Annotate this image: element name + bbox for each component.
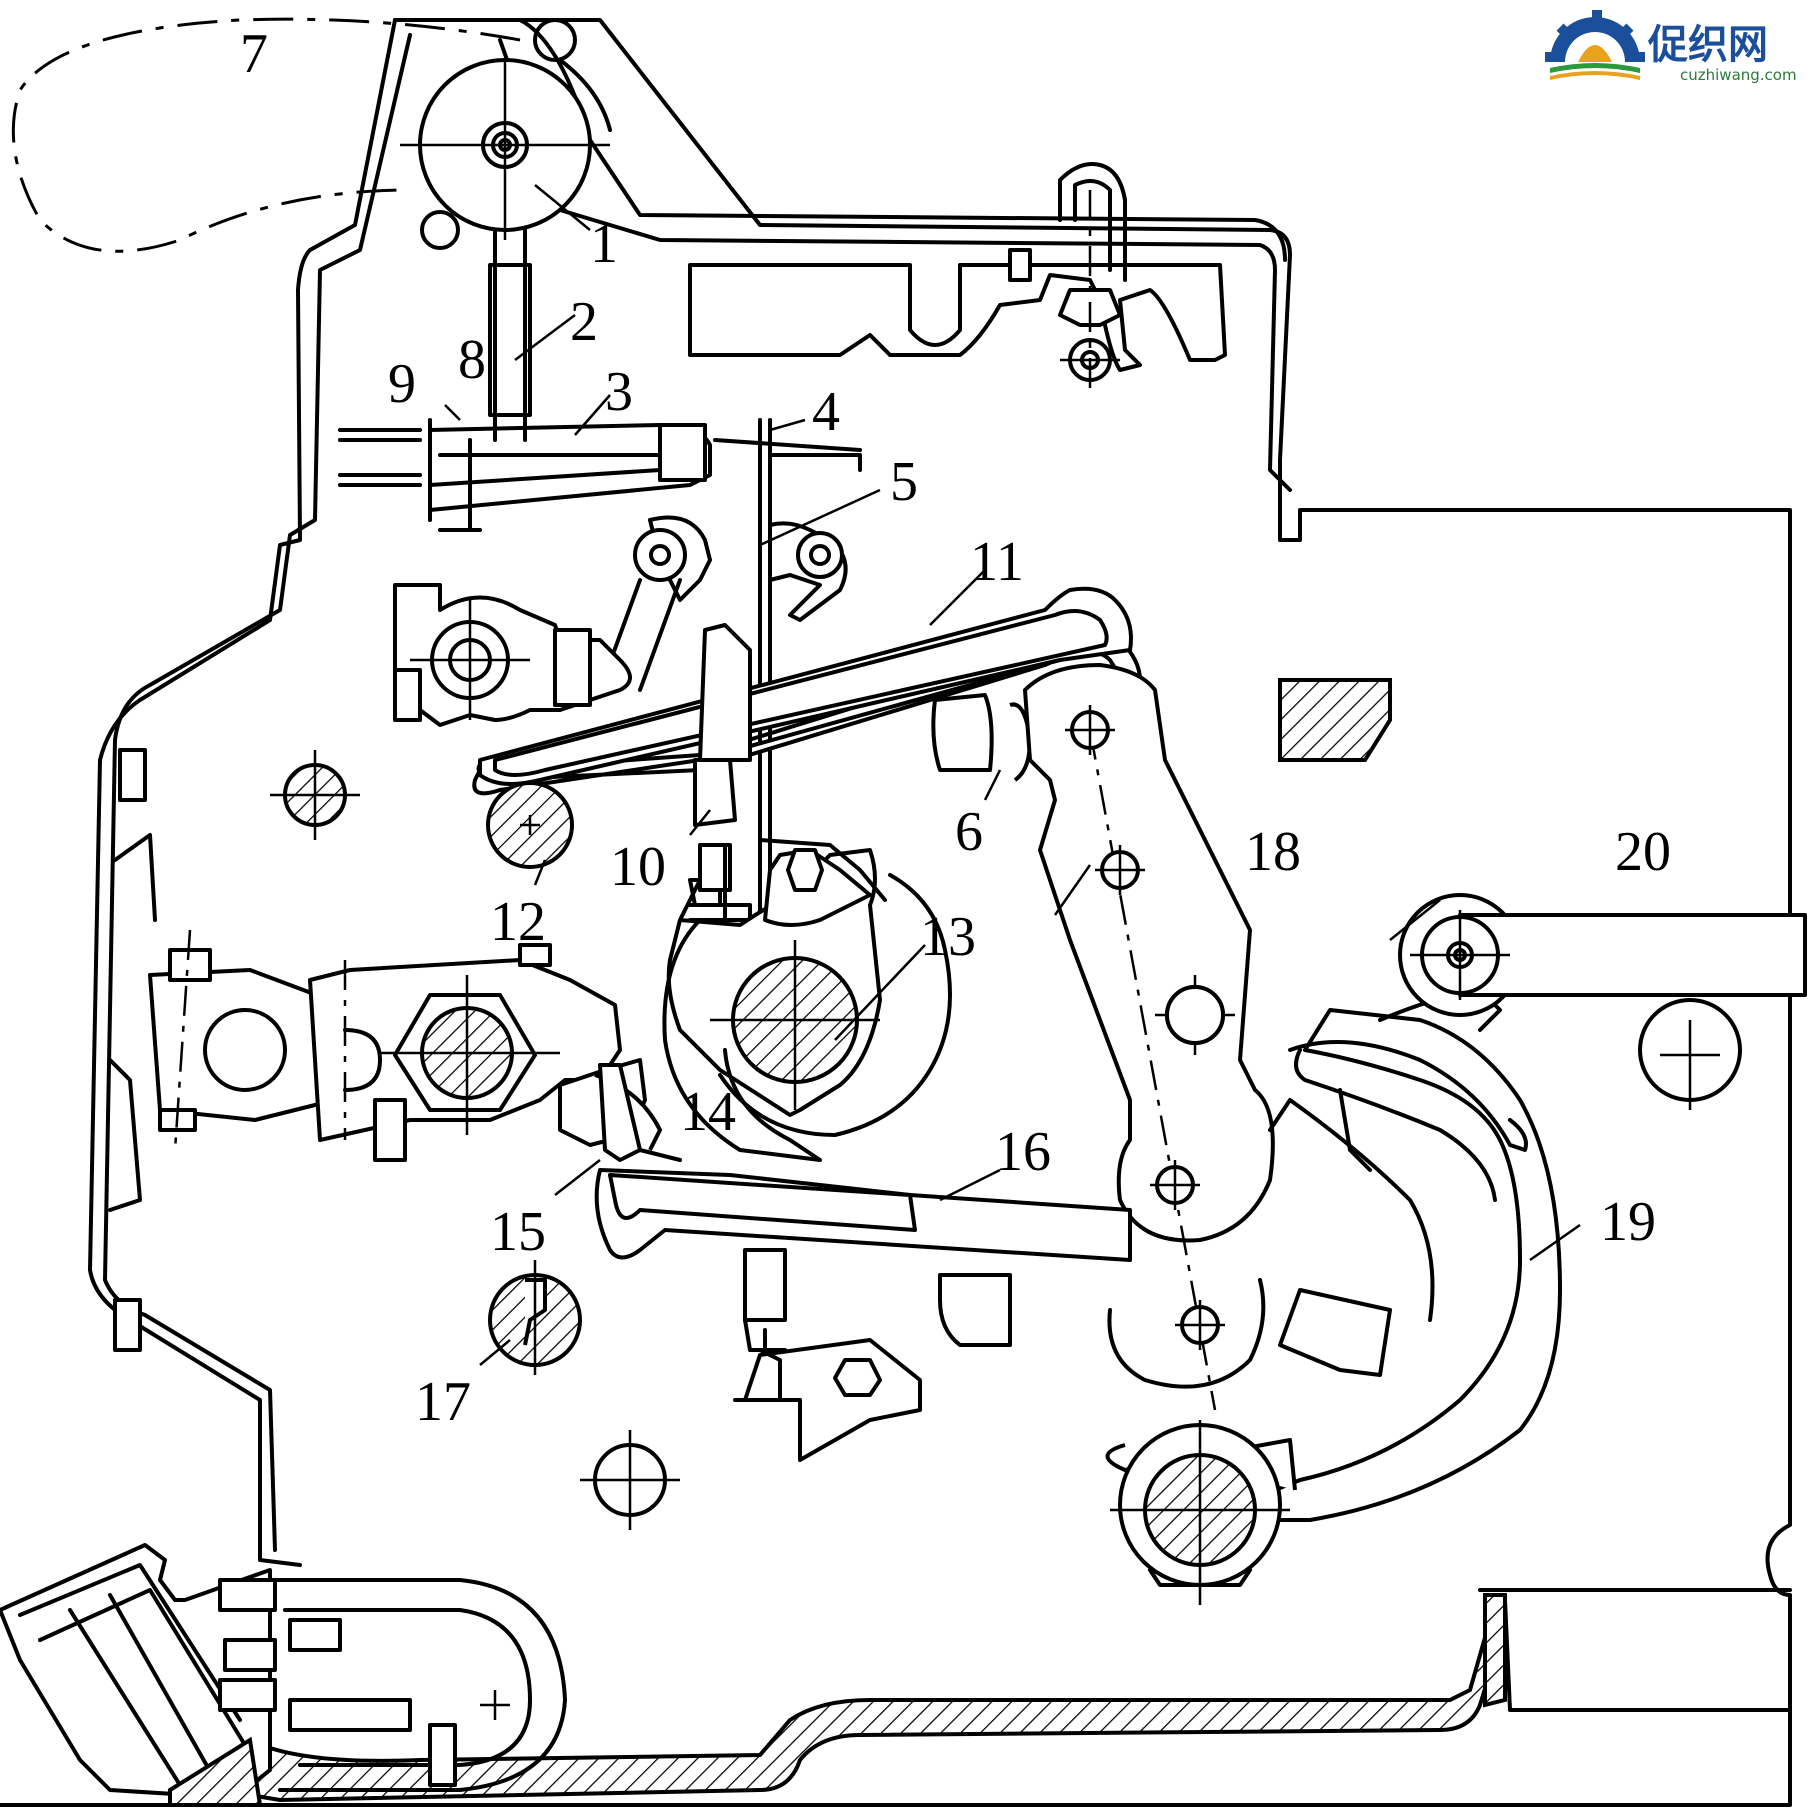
label-17: 17 — [415, 1371, 471, 1433]
mounting-holes — [270, 750, 1742, 1530]
label-19: 19 — [1600, 1191, 1656, 1253]
lower-left-trip-unit — [148, 929, 622, 1162]
label-9: 9 — [388, 353, 416, 415]
part-9-fixed-contacts — [338, 428, 422, 487]
part-17-pin — [488, 1260, 582, 1375]
label-1: 1 — [590, 213, 618, 275]
gear-logo-icon — [1545, 10, 1645, 80]
main-shaft-lower — [1105, 1420, 1297, 1605]
label-6: 6 — [955, 801, 983, 863]
label-14: 14 — [680, 1081, 736, 1143]
watermark-logo: 促织网 cuzhiwang.com — [1545, 10, 1797, 84]
watermark-name: 促织网 — [1647, 22, 1768, 68]
part-13-cam — [662, 838, 952, 1162]
label-8: 8 — [458, 329, 486, 391]
part-15-adjust-screw — [558, 1058, 682, 1162]
bottom-terminal — [0, 1543, 567, 1807]
label-16: 16 — [995, 1121, 1051, 1183]
label-10: 10 — [610, 836, 666, 898]
lower-center-plates — [733, 1248, 1012, 1462]
part-3-contact-lever — [428, 418, 712, 532]
part-16-trip-bar — [594, 1168, 1132, 1262]
label-20: 20 — [1615, 821, 1671, 883]
label-18: 18 — [1245, 821, 1301, 883]
left-wall-detail — [108, 748, 157, 1352]
part-20-output-arm — [1398, 893, 1807, 1017]
housing-outline — [0, 18, 1792, 1807]
label-11: 11 — [970, 531, 1024, 593]
part-1-handle-roller — [400, 18, 612, 250]
label-13: 13 — [920, 906, 976, 968]
watermark-url: cuzhiwang.com — [1680, 66, 1797, 84]
part-10-trip-plate — [688, 623, 752, 922]
handle-dashed-outline — [11, 17, 521, 253]
part-2-push-rod — [488, 228, 532, 442]
leader-lines — [444, 184, 1581, 1366]
part-18-link — [1023, 663, 1275, 1411]
label-12: 12 — [490, 891, 546, 953]
top-terminal-block — [688, 162, 1227, 390]
label-4: 4 — [812, 381, 840, 443]
part-6-stop-block — [931, 693, 1032, 782]
label-7: 7 — [240, 23, 268, 85]
label-2: 2 — [570, 291, 598, 353]
part-11-main-lever — [472, 586, 1142, 796]
label-5: 5 — [890, 451, 918, 513]
part-5-latch-link — [598, 515, 848, 692]
upper-left-carrier — [393, 583, 632, 727]
part-19-latch-arm — [1268, 988, 1562, 1522]
label-15: 15 — [490, 1201, 546, 1263]
label-3: 3 — [605, 361, 633, 423]
part-12-pivot-pin — [486, 781, 574, 869]
hatched-stop-block — [1278, 678, 1392, 762]
part-labels: 1 2 3 4 5 6 7 8 9 10 11 12 13 14 15 16 1… — [240, 23, 1671, 1433]
